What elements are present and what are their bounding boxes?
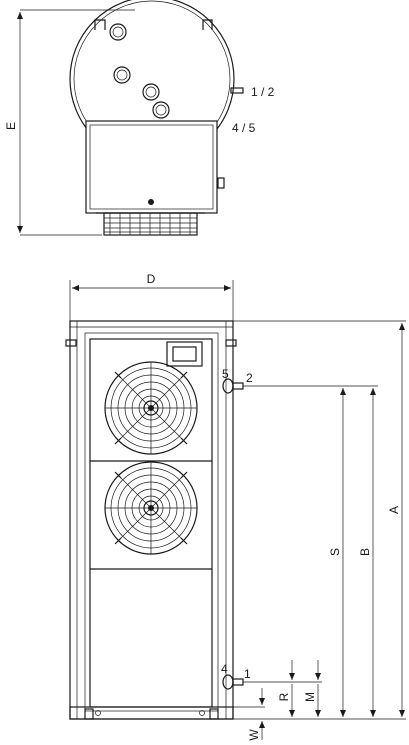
dimension-r-label: R bbox=[277, 692, 291, 701]
dimension-lines: A B S M R W bbox=[233, 320, 406, 741]
dimension-w-label: W bbox=[247, 729, 261, 741]
unit-base bbox=[69, 706, 234, 720]
connection-upper: 5 2 bbox=[222, 367, 253, 394]
dimension-b-label: B bbox=[358, 548, 372, 556]
fan-upper bbox=[104, 361, 198, 455]
connection-label-4-5: 4 / 5 bbox=[232, 121, 256, 135]
connection-5-label: 5 bbox=[222, 367, 229, 381]
fan-grille-top bbox=[96, 212, 205, 236]
dimension-s-label: S bbox=[328, 548, 342, 556]
control-display bbox=[166, 341, 203, 367]
connection-2-label: 2 bbox=[246, 371, 253, 385]
unit-housing-top bbox=[85, 120, 218, 214]
pipe-ports bbox=[109, 23, 170, 119]
dimension-d-label: D bbox=[147, 272, 156, 286]
dimension-a-label: A bbox=[387, 506, 401, 514]
dimension-m-label: M bbox=[303, 692, 317, 702]
fan-lower bbox=[104, 461, 198, 555]
connection-4-label: 4 bbox=[221, 662, 228, 676]
dimension-e-label: E bbox=[4, 122, 18, 130]
connection-1-label: 1 bbox=[244, 667, 251, 681]
front-view: D bbox=[65, 272, 253, 720]
connection-lower: 4 1 bbox=[221, 662, 251, 690]
top-view: E 1 / 2 4 / 5 bbox=[4, 0, 275, 236]
connection-label-1-2: 1 / 2 bbox=[251, 85, 275, 99]
